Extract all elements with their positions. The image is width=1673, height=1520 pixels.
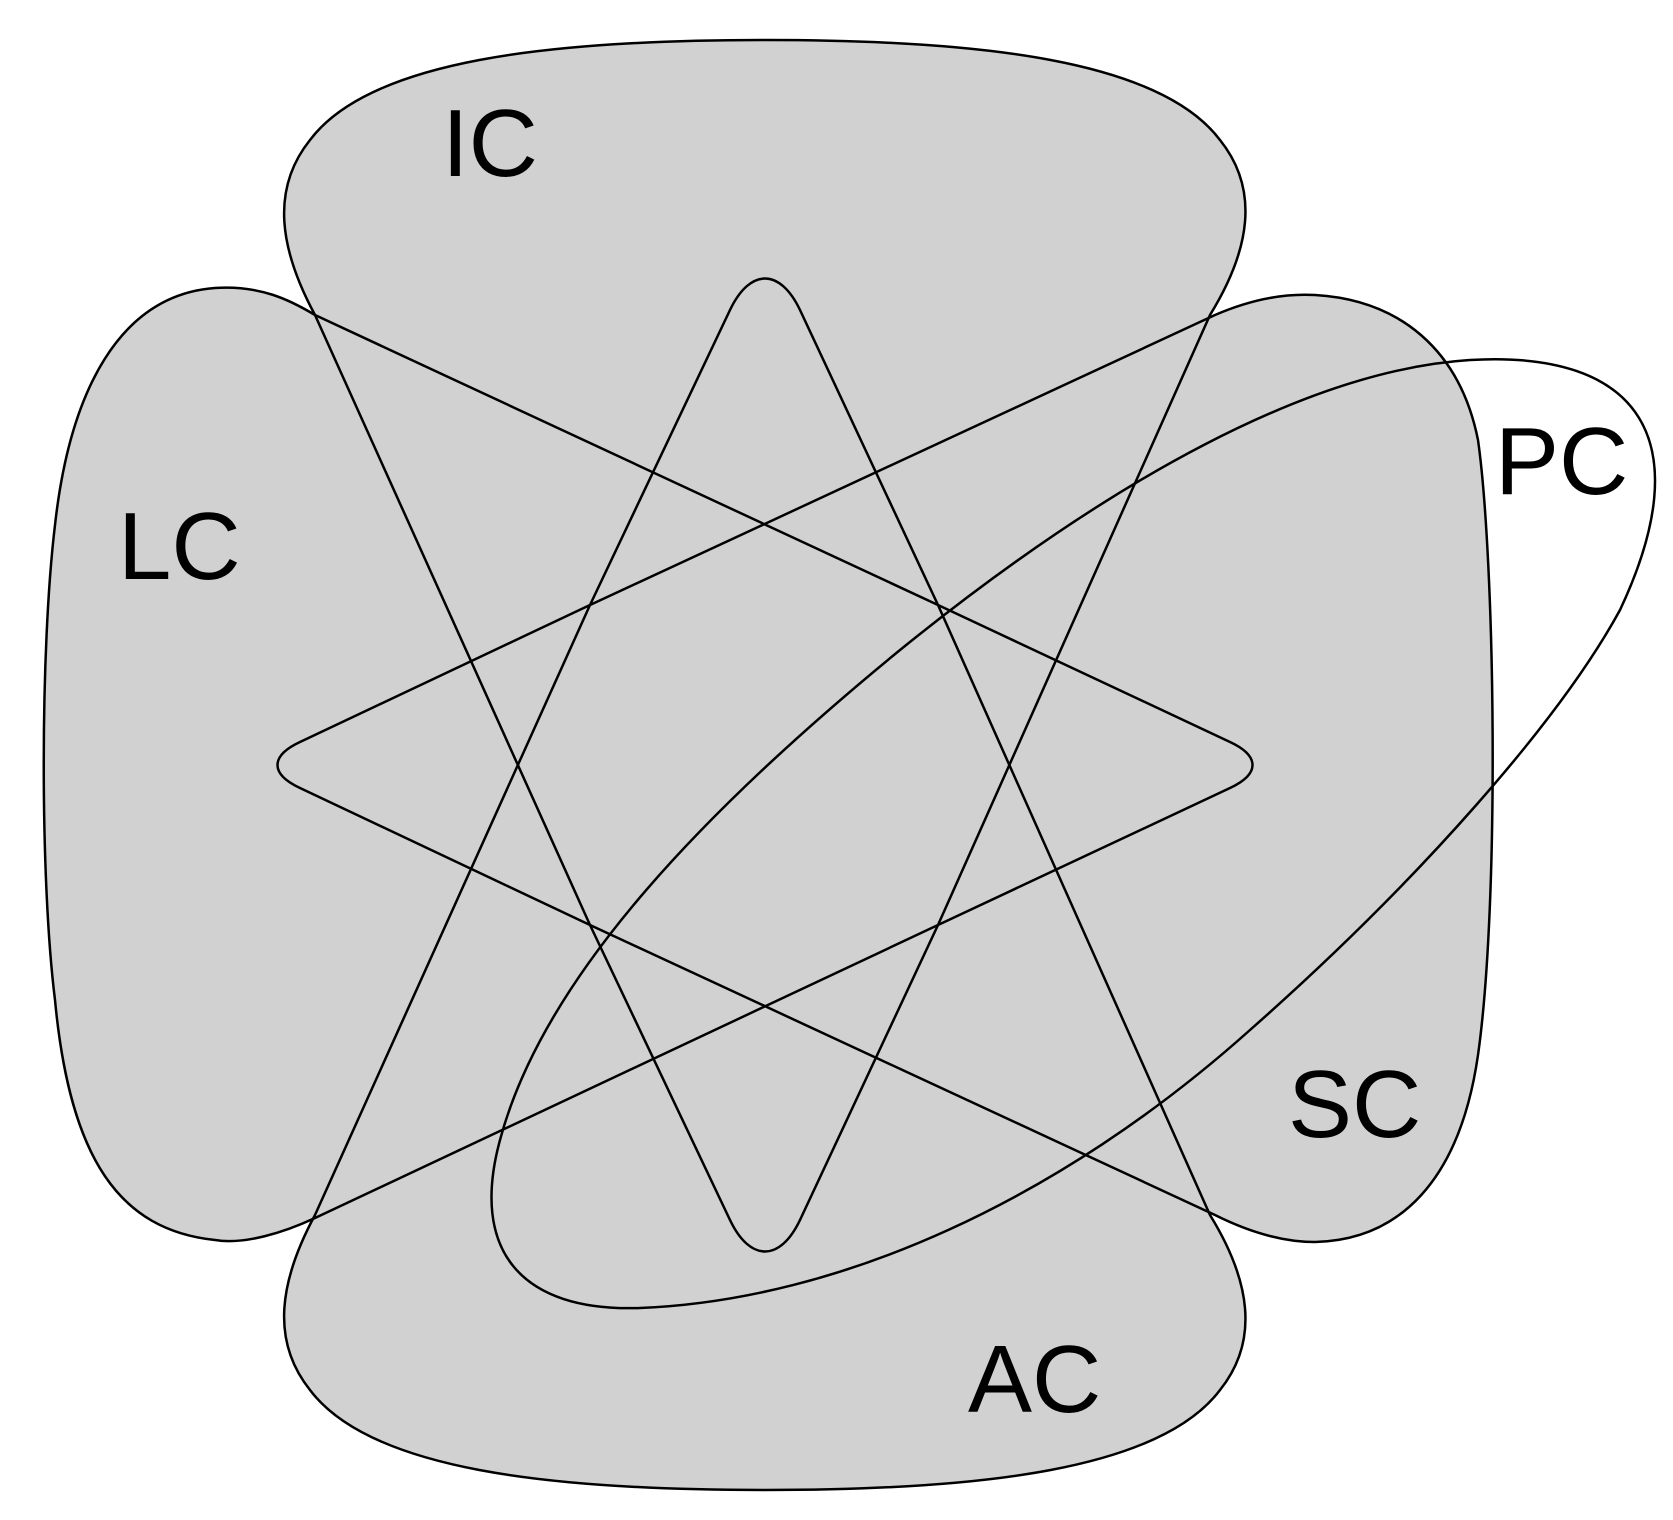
set-lc-outline	[42, 286, 1254, 1243]
label-sc: SC	[1288, 1051, 1421, 1158]
set-outlines	[42, 38, 1657, 1492]
set-labels: IC LC SC AC PC	[118, 90, 1628, 1433]
label-lc: LC	[118, 493, 241, 600]
set-ac-fill	[284, 275, 1246, 1490]
set-pc-outline	[490, 358, 1657, 1310]
set-sc-outline	[276, 293, 1494, 1244]
label-pc: PC	[1495, 408, 1628, 515]
label-ac: AC	[968, 1326, 1101, 1433]
label-ic: IC	[442, 90, 538, 197]
set-ac-outline	[282, 277, 1247, 1492]
shaded-union	[43, 40, 1493, 1490]
set-ic-outline	[282, 38, 1247, 1253]
